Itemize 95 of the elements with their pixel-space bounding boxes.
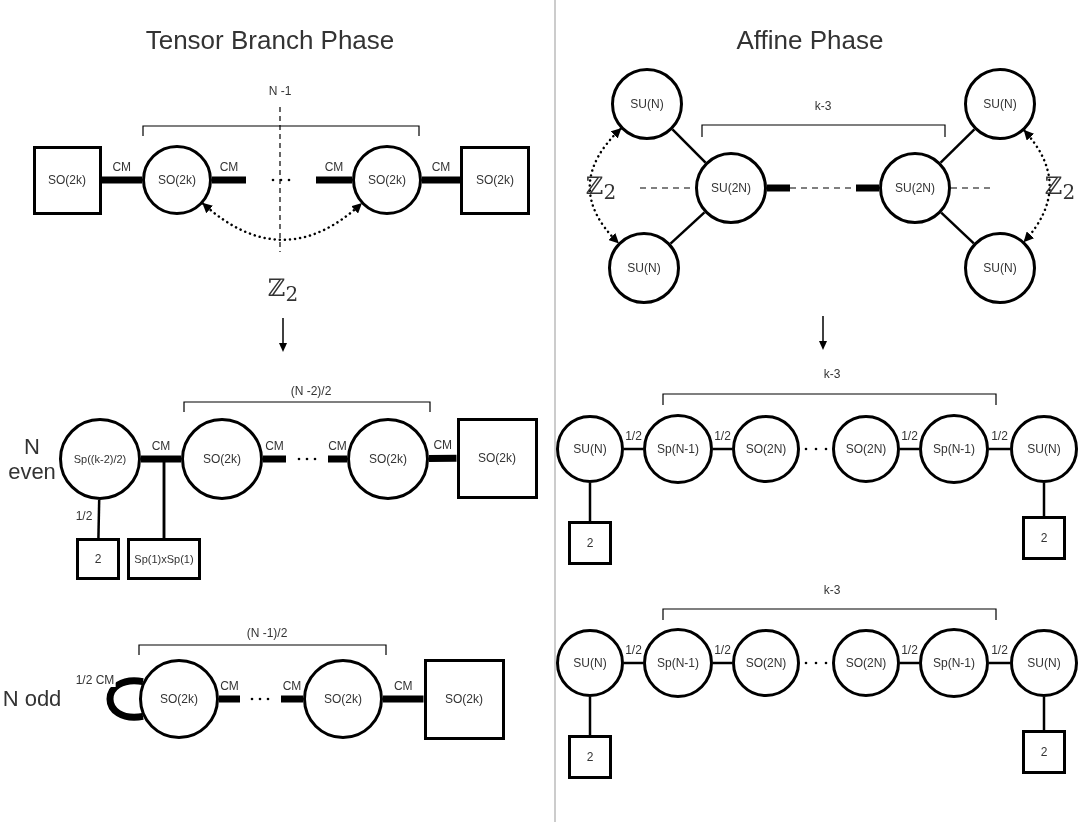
double-arrow xyxy=(588,127,623,245)
edge-label: 1/2 xyxy=(900,429,919,443)
gauge-node-circle: SU(N) xyxy=(964,232,1036,304)
edge-line xyxy=(669,211,706,245)
edge-label: CM xyxy=(218,160,240,174)
edge-label: 1/2 xyxy=(713,643,732,657)
edge-line xyxy=(1042,697,1046,730)
edge-label: CM xyxy=(392,679,414,693)
gauge-node-circle: SO(2k) xyxy=(352,145,422,215)
edge-line xyxy=(428,454,457,463)
edge-label: CM xyxy=(323,160,345,174)
edge-label: CM xyxy=(150,439,172,453)
edge-label: CM xyxy=(327,439,348,453)
edge-label: ℤ$_{2}$ xyxy=(1043,171,1077,205)
edge-line xyxy=(989,447,1010,451)
edge-label: 1/2 xyxy=(990,643,1009,657)
edge-line xyxy=(383,695,424,703)
edge-line xyxy=(671,128,707,164)
edge-line xyxy=(1042,483,1046,516)
gauge-node-circle: SU(N) xyxy=(608,232,680,304)
edge-line xyxy=(97,499,101,539)
bracket-label: k-3 xyxy=(814,99,832,113)
flavor-node-square: SO(2k) xyxy=(32,145,102,215)
panel-heading: Affine Phase xyxy=(736,24,884,56)
case-label: N odd xyxy=(2,686,62,712)
gauge-node-circle: SU(N) xyxy=(964,68,1036,140)
gauge-node-circle: SO(2N) xyxy=(832,629,900,697)
gauge-node-circle: Sp(N-1) xyxy=(643,414,713,484)
edge-line xyxy=(713,661,732,665)
flavor-node-square: SO(2k) xyxy=(456,417,538,499)
gauge-node-circle: SU(N) xyxy=(556,415,624,483)
bracket-label: k-3 xyxy=(823,367,841,381)
gauge-node-circle: SO(2k) xyxy=(347,418,429,500)
edge-line xyxy=(624,661,643,665)
flavor-node-square: SO(2k) xyxy=(460,145,530,215)
gauge-node-circle: SU(N) xyxy=(611,68,683,140)
edge-label: 1/2 xyxy=(990,429,1009,443)
edge-line xyxy=(939,128,976,164)
flavor-node-square: 2 xyxy=(1022,730,1066,774)
flavor-node-square: 2 xyxy=(568,735,612,779)
edge-line xyxy=(106,677,144,721)
gauge-node-circle: SO(2k) xyxy=(303,659,383,739)
gauge-node-circle: Sp(N-1) xyxy=(643,628,713,698)
edge-line xyxy=(162,457,181,538)
flavor-node-square: SO(2k) xyxy=(423,658,505,740)
flavor-node-square: 2 xyxy=(76,538,120,580)
edge-line xyxy=(713,447,732,451)
edge-label: 1/2 xyxy=(624,643,643,657)
gauge-node-circle: SU(N) xyxy=(1010,629,1078,697)
edge-label: 1/2 xyxy=(624,429,643,443)
edge-line xyxy=(624,447,643,451)
flavor-node-square: 2 xyxy=(568,521,612,565)
gauge-node-circle: SO(2k) xyxy=(139,659,219,739)
edge-label: 1/2 xyxy=(713,429,732,443)
edge-line xyxy=(588,697,592,735)
edge-label: 1/2 xyxy=(900,643,919,657)
flavor-node-square: Sp(1)xSp(1) xyxy=(127,538,201,580)
edge-label: CM xyxy=(281,679,303,693)
gauge-node-circle: SO(2k) xyxy=(142,145,212,215)
bracket-label: k-3 xyxy=(823,583,841,597)
gauge-node-circle: SO(2N) xyxy=(732,415,800,483)
edge-label: CM xyxy=(264,439,285,453)
panel-heading: Tensor Branch Phase xyxy=(145,24,395,56)
gauge-node-circle: Sp(N-1) xyxy=(919,628,989,698)
edge-line xyxy=(101,176,142,184)
edge-label: 1/2 xyxy=(74,509,94,523)
edge-line xyxy=(940,211,975,245)
gauge-node-circle: Sp(N-1) xyxy=(919,414,989,484)
double-arrow xyxy=(1023,129,1051,243)
gauge-node-circle: SO(2N) xyxy=(832,415,900,483)
edge-line xyxy=(588,483,592,521)
edge-label: CM xyxy=(219,679,240,693)
edge-label: 1/2 CM xyxy=(74,673,116,687)
edge-label: ℤ$_{2}$ xyxy=(584,171,618,205)
gauge-node-circle: SU(N) xyxy=(556,629,624,697)
edge-line xyxy=(900,447,919,451)
gauge-node-circle: SU(N) xyxy=(1010,415,1078,483)
edge-line xyxy=(141,455,181,463)
gauge-node-circle: SO(2N) xyxy=(732,629,800,697)
edge-line xyxy=(989,661,1010,665)
edge-line xyxy=(422,176,460,184)
edge-label: CM xyxy=(430,160,452,174)
flavor-node-square: 2 xyxy=(1022,516,1066,560)
gauge-node-circle: SU(2N) xyxy=(879,152,951,224)
gauge-node-circle: SU(2N) xyxy=(695,152,767,224)
edge-line xyxy=(900,661,919,665)
gauge-node-circle: SO(2k) xyxy=(181,418,263,500)
bracket-label: (N -1)/2 xyxy=(246,626,288,640)
bracket-label: N -1 xyxy=(268,84,292,98)
double-arrow xyxy=(201,202,363,242)
edge-label: ℤ$_{2}$ xyxy=(266,273,300,307)
case-label: N even xyxy=(7,433,57,485)
bracket-label: (N -2)/2 xyxy=(290,384,332,398)
gauge-node-circle: Sp((k-2)/2) xyxy=(59,418,141,500)
edge-label: CM xyxy=(111,160,133,174)
